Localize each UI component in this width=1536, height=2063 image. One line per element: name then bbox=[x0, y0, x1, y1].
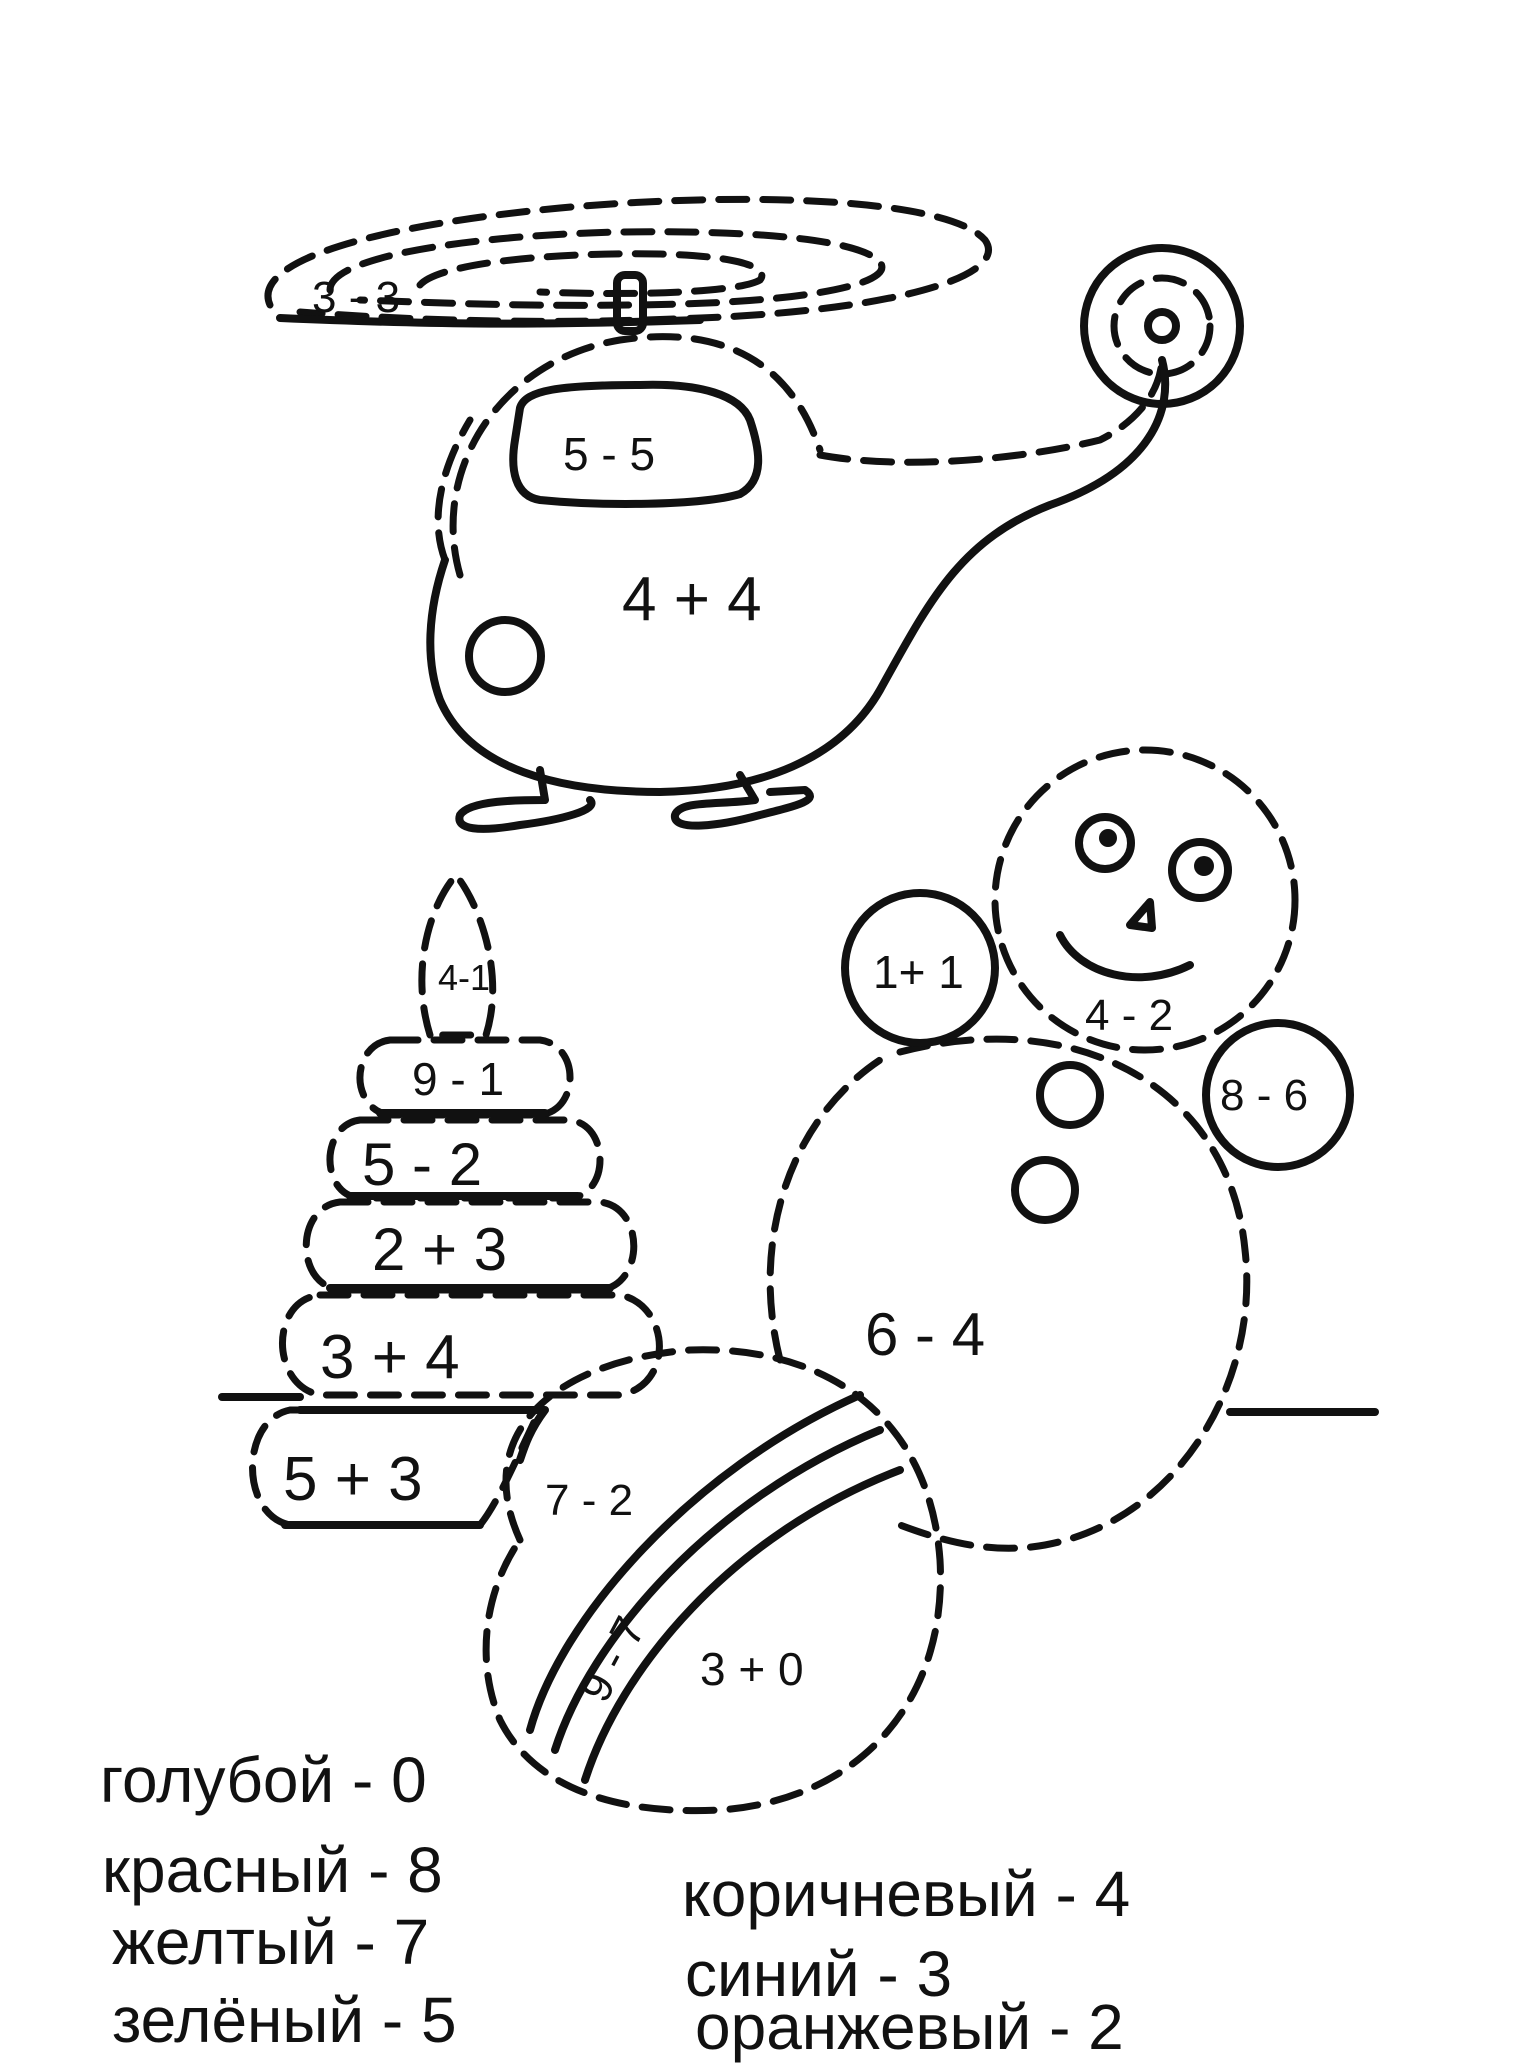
legend-red: красный - 8 bbox=[102, 1834, 443, 1906]
snowman: 1+ 1 4 - 2 8 - 6 6 - 4 bbox=[766, 746, 1354, 1552]
helicopter-body bbox=[426, 333, 1170, 796]
snowman-body-expression: 6 - 4 bbox=[865, 1301, 985, 1368]
body-expression: 4 + 4 bbox=[622, 565, 762, 634]
snowman-right-hand bbox=[1202, 1019, 1354, 1171]
snowman-mouth bbox=[1056, 931, 1194, 982]
snowman-body bbox=[896, 1035, 1251, 1552]
pyramid-ring-4-expression: 3 + 4 bbox=[320, 1323, 460, 1392]
ball-body-expression: 3 + 0 bbox=[700, 1643, 804, 1695]
helicopter-skids bbox=[455, 766, 814, 833]
pyramid-top bbox=[418, 869, 497, 1039]
snowman-button-top bbox=[1036, 1061, 1104, 1129]
ball-stripe-bottom bbox=[581, 1466, 904, 1784]
ball-stripe-top bbox=[526, 1391, 864, 1734]
snowman-right-hand-expression: 8 - 6 bbox=[1220, 1071, 1308, 1120]
ring-pyramid: 4-1 9 - 1 5 - 2 2 + 3 3 + 4 5 + 3 bbox=[249, 869, 663, 1529]
helicopter-window bbox=[509, 380, 763, 508]
snowman-left-eye bbox=[1075, 813, 1135, 873]
pyramid-base-expression: 5 + 3 bbox=[283, 1445, 423, 1514]
helicopter-rotor bbox=[264, 195, 992, 335]
snowman-left-hand bbox=[841, 889, 999, 1047]
ball-stripe-middle bbox=[551, 1426, 884, 1754]
ball: 7 - 2 9 - 7 3 + 0 bbox=[482, 1346, 944, 1815]
legend-green: зелёный - 5 bbox=[112, 1984, 457, 2056]
ball-top-expression: 7 - 2 bbox=[545, 1476, 633, 1525]
rotor-expression: 3 - 3 bbox=[312, 273, 400, 322]
pyramid-ring-1 bbox=[356, 1036, 574, 1119]
legend-light-blue: голубой - 0 bbox=[100, 1744, 427, 1816]
pyramid-top-expression: 4-1 bbox=[438, 957, 490, 998]
helicopter: 3 - 3 5 - 5 4 + 4 bbox=[264, 195, 1244, 833]
pyramid-ring-3-expression: 2 + 3 bbox=[372, 1216, 507, 1283]
legend-yellow: желтый - 7 bbox=[112, 1906, 430, 1978]
snowman-button-bottom bbox=[1011, 1156, 1079, 1224]
pyramid-ring-2-expression: 5 - 2 bbox=[362, 1131, 482, 1198]
pyramid-ring-4 bbox=[279, 1291, 663, 1399]
legend-blue: синий - 3 bbox=[685, 1938, 953, 2010]
snowman-nose bbox=[1126, 898, 1156, 932]
snowman-right-eye bbox=[1168, 838, 1232, 902]
ball-outline bbox=[482, 1346, 944, 1815]
helicopter-porthole bbox=[465, 616, 545, 696]
legend-brown: коричневый - 4 bbox=[682, 1858, 1131, 1930]
snowman-head-expression: 4 - 2 bbox=[1085, 991, 1173, 1040]
window-expression: 5 - 5 bbox=[563, 428, 655, 480]
legend-orange: оранжевый - 2 bbox=[695, 1991, 1124, 2063]
snowman-left-hand-expression: 1+ 1 bbox=[873, 946, 964, 998]
pyramid-ring-1-expression: 9 - 1 bbox=[412, 1053, 504, 1105]
snowman-head bbox=[991, 746, 1299, 1054]
